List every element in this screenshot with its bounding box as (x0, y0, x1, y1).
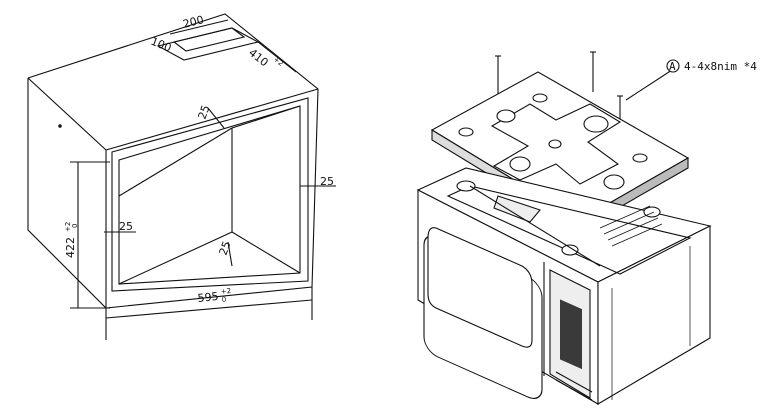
cabinet-top-front-edge (105, 88, 319, 151)
cavity-floor-left (118, 231, 233, 285)
door-window-inner (427, 227, 533, 348)
callout-label: 4-4x8nim *4 (684, 60, 757, 73)
dim-height-tolerance: +2 (64, 222, 72, 232)
cavity-back-panel (118, 105, 301, 197)
dim-left-wall: 25 (119, 220, 133, 233)
cabinet-drawing (27, 13, 336, 340)
dim-right-wall: 25 (320, 175, 334, 188)
screw-icon (495, 55, 501, 100)
dim-width-tolerance-low: 0 (221, 296, 226, 304)
callout-letter: A (669, 60, 676, 73)
front-opening-outer (111, 97, 309, 292)
dim-height: 422 (64, 237, 77, 258)
dim-width-tolerance: +2 (220, 287, 231, 296)
dim-bottom-wall: 25 (217, 239, 234, 257)
cabinet-back-edge (27, 77, 107, 151)
vent-grille (599, 205, 663, 247)
top-vent-slot-inner (172, 27, 246, 52)
front-opening-inner (118, 105, 301, 285)
dim-height-tolerance-low: 0 (71, 224, 79, 228)
cavity-floor-back (231, 231, 301, 274)
dim-line-width-slot (169, 19, 229, 35)
dim-width: 595 (197, 290, 219, 305)
dim-top-wall: 25 (196, 103, 213, 121)
dim-line-width (105, 299, 313, 319)
dim-slot-width: 200 (182, 13, 206, 31)
screw-callout (625, 59, 680, 101)
screw-hole-mark (58, 124, 62, 128)
cabinet-dimension-labels: 200 100 410 +2 25 25 25 25 422 +2 0 595 … (64, 13, 334, 305)
microwave-drawing (416, 51, 712, 405)
dim-leader-top-wall (207, 107, 225, 129)
callout-marker-icon (666, 59, 680, 73)
dim-line-depth-right (257, 41, 297, 73)
dim-depth-tolerance: +2 (272, 55, 285, 68)
screw-icon (590, 51, 596, 92)
microwave-body (416, 167, 712, 405)
dim-leader-bottom-wall (227, 241, 233, 267)
